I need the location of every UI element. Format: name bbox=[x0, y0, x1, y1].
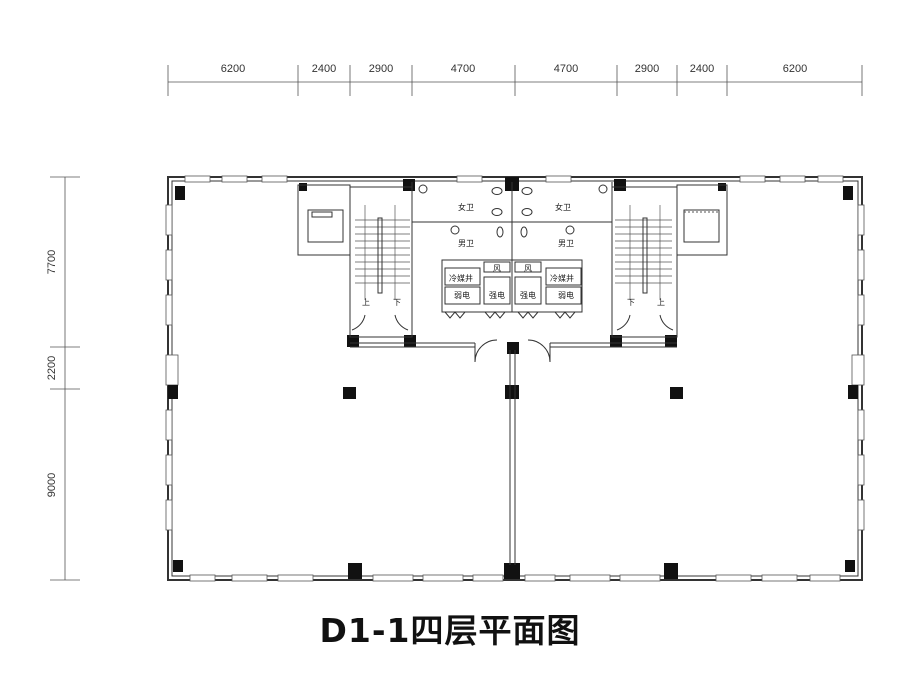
dim-label: 9000 bbox=[46, 473, 58, 497]
stair-down-label: 下 bbox=[393, 298, 401, 307]
corridor-wall bbox=[509, 350, 516, 565]
dim-label: 2200 bbox=[46, 356, 58, 380]
plan-title: D1-1四层平面图 bbox=[319, 611, 581, 650]
core-walls bbox=[350, 182, 677, 363]
left-dimension-chain: 7700 2200 9000 bbox=[46, 176, 80, 581]
restroom-core: 女卫 女卫 男卫 男卫 风 风 冷媒井 冷媒井 弱电 弱电 强电 强电 bbox=[418, 184, 608, 319]
room-label: 强电 bbox=[520, 290, 536, 300]
room-label: 男卫 bbox=[558, 239, 574, 248]
dim-label: 4700 bbox=[451, 63, 475, 75]
stair-left: 上 下 bbox=[297, 184, 413, 338]
room-label: 男卫 bbox=[458, 239, 474, 248]
room-label: 冷媒井 bbox=[550, 273, 574, 283]
stair-down-label: 下 bbox=[627, 298, 635, 307]
dim-label: 2400 bbox=[312, 63, 336, 75]
room-label: 女卫 bbox=[555, 202, 571, 212]
room-label: 强电 bbox=[489, 290, 505, 300]
dim-label: 4700 bbox=[554, 63, 578, 75]
top-dimension-chain: 6200 2400 2900 4700 4700 2900 2400 6200 bbox=[167, 63, 863, 96]
dim-label: 6200 bbox=[783, 63, 807, 75]
room-label: 弱电 bbox=[558, 290, 574, 300]
stair-right: 下 上 bbox=[611, 184, 728, 338]
room-label: 风 bbox=[524, 264, 532, 273]
room-label: 风 bbox=[493, 264, 501, 273]
dim-label: 2400 bbox=[690, 63, 714, 75]
room-label: 女卫 bbox=[458, 202, 474, 212]
room-label: 弱电 bbox=[454, 290, 470, 300]
dim-label: 7700 bbox=[46, 250, 58, 274]
stair-up-label: 上 bbox=[362, 298, 370, 307]
dim-label: 2900 bbox=[635, 63, 659, 75]
stair-up-label: 上 bbox=[657, 298, 665, 307]
structural-columns bbox=[168, 177, 858, 579]
room-label: 冷媒井 bbox=[449, 273, 473, 283]
dim-label: 6200 bbox=[221, 63, 245, 75]
dim-label: 2900 bbox=[369, 63, 393, 75]
